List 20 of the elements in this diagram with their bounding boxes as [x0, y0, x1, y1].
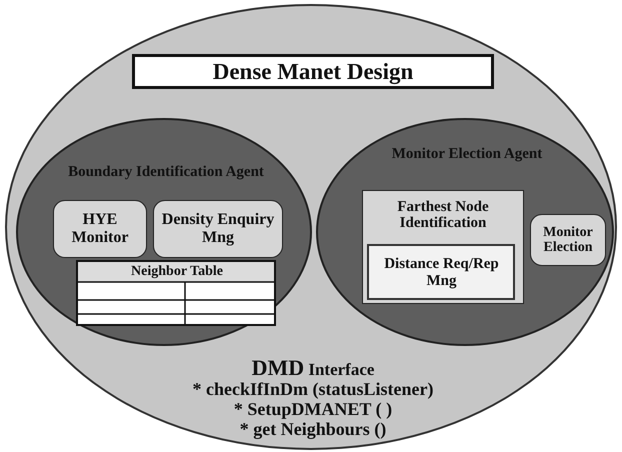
table-header: Neighbor Table: [131, 264, 223, 280]
interface-heading: DMD Interface: [252, 356, 374, 380]
node-label: Distance Req/Rep Mng: [383, 256, 500, 289]
neighbor-table: [76, 260, 276, 326]
module-box: [153, 200, 283, 258]
method-item: * checkIfInDm (statusListener): [192, 380, 434, 400]
node-label: Monitor Election: [542, 224, 594, 256]
node-label: Farthest Node Identification: [396, 198, 490, 232]
method-item: * get Neighbours (): [240, 420, 386, 440]
module-box: [366, 244, 514, 300]
module-box: [530, 214, 606, 266]
method-item: * SetupDMANET ( ): [234, 400, 392, 420]
node-label: Monitor Election Agent: [392, 146, 542, 162]
node-label: Boundary Identification Agent: [68, 164, 264, 180]
node-label: Density Enquiry Mng: [160, 211, 276, 247]
module-box: [53, 200, 147, 258]
node-label: HYE Monitor: [70, 211, 130, 247]
node-label: Dense Manet Design: [212, 58, 414, 84]
title-box: [132, 54, 494, 89]
module-box: [362, 190, 524, 304]
